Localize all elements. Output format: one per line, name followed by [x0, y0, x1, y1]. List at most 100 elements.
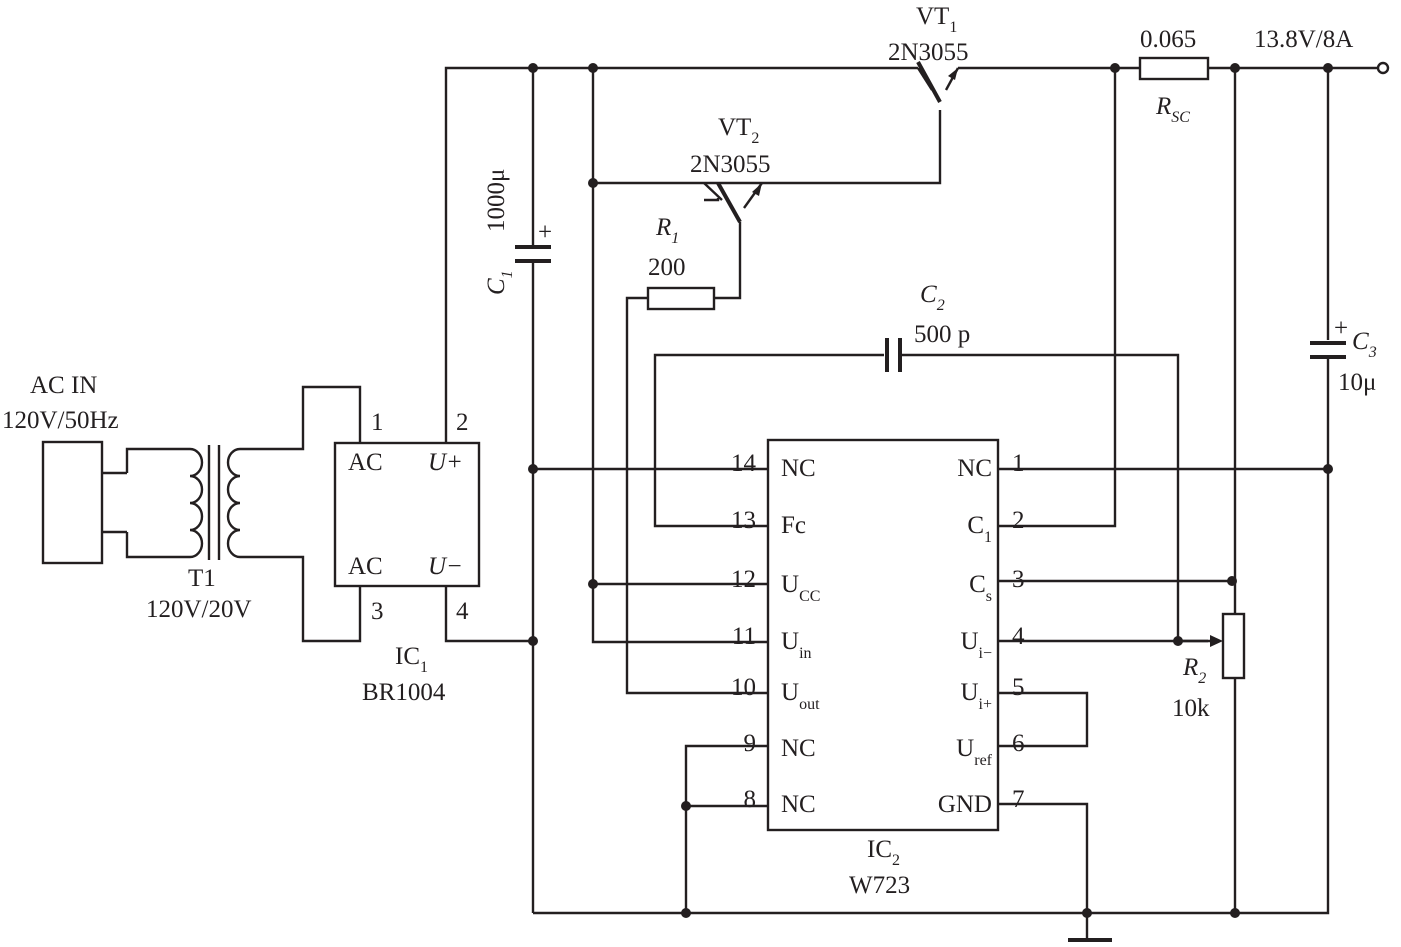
r1-to-uout-wire	[625, 296, 768, 695]
ic2-pin-name-sub: i−	[979, 645, 992, 662]
transformer-t1	[189, 445, 241, 560]
ic2-left-pin-2-name: UCC	[781, 571, 820, 605]
ic2-right-pin-5-number: 6	[1012, 730, 1025, 757]
bridge-pin-1: 1	[371, 409, 384, 436]
ic2-right-pin-3-name: Ui−	[960, 628, 992, 662]
c1-name-label: C1	[483, 270, 516, 295]
ic2-body	[766, 438, 1000, 832]
bridge-ac-bottom-label: AC	[348, 553, 383, 580]
ic2-right-pin-4-number: 5	[1012, 674, 1025, 701]
c2-left-wire	[653, 353, 884, 528]
r1-name-sub: 1	[671, 230, 679, 247]
c1-name-sub: 1	[499, 270, 516, 278]
ic2-ref-sub: 2	[892, 852, 900, 869]
vt2-name: VT	[718, 114, 751, 141]
bridge-rectifier-box	[333, 441, 481, 588]
ic2-left-pin-1-name: Fc	[781, 512, 806, 539]
junction-dot	[528, 636, 538, 646]
ic2-left-pin-2-number: 12	[731, 566, 756, 593]
junctions	[528, 63, 1333, 918]
capacitor-c1	[515, 245, 551, 263]
ground-rail-wire	[533, 400, 1330, 915]
ic2-right-pin-6-name: GND	[938, 791, 992, 818]
ic2-pin-name-main: U	[960, 628, 978, 655]
vt1-base-bar	[916, 61, 942, 103]
c2-right-wire	[902, 353, 1180, 641]
vt1-name: VT	[916, 3, 949, 30]
potentiometer-r2	[1221, 612, 1246, 680]
vt2-base-bar	[716, 182, 742, 223]
primary-bottom-wire	[125, 532, 190, 559]
rsc-value: 0.065	[1140, 26, 1196, 53]
vt2-base-wire	[704, 198, 720, 202]
vt2-name-sub: 2	[751, 130, 759, 147]
junction-dot	[588, 178, 598, 188]
wiring	[102, 66, 1378, 942]
ac-source-rating: 120V/50Hz	[2, 407, 119, 434]
ic2-left-pin-0-name: NC	[781, 455, 816, 482]
transistor-vt1	[916, 61, 960, 103]
vt2-collector-wire	[593, 110, 942, 185]
ic2-right-pin-4-name: Ui+	[960, 679, 992, 713]
secondary-top-wire	[240, 385, 362, 451]
ic2-pin-name-main: C	[967, 512, 984, 539]
ic2-pin-name-main: NC	[781, 791, 816, 818]
ic2-left-pin-3-name: Uin	[781, 628, 812, 662]
resistor-r1	[646, 286, 716, 311]
ic2-left-pin-3-number: 11	[732, 623, 756, 650]
ac-source-label: AC IN	[30, 372, 97, 399]
top-rail-wire	[444, 66, 918, 463]
r2-label: R2	[1182, 654, 1206, 687]
c3-name: C	[1352, 328, 1369, 355]
ic2-right-pin-5-name: Uref	[956, 735, 992, 769]
c2-name: C	[920, 281, 937, 308]
c3-name-sub: 3	[1368, 344, 1377, 361]
bridge-pin-2: 2	[456, 409, 469, 436]
ic2-left-pin-0-number: 14	[731, 450, 757, 477]
vt1-label: VT1	[916, 3, 957, 36]
junction-dot	[1230, 63, 1240, 73]
secondary-coil	[226, 447, 241, 559]
ic2-left-pin-5-name: NC	[781, 735, 816, 762]
r1-label: R1	[655, 214, 679, 247]
junction-dot	[1323, 63, 1333, 73]
vt1-part: 2N3055	[888, 39, 969, 66]
bridge-pin-3: 3	[371, 598, 384, 625]
bridge-ac-top-label: AC	[348, 449, 383, 476]
ic2-pin-name-sub: out	[799, 696, 820, 713]
ic2-left-pin-6-number: 8	[744, 786, 757, 813]
secondary-bottom-wire	[240, 555, 362, 643]
ic2-ui-plus-uref-link-wire	[998, 691, 1089, 748]
bridge-minus-wire	[444, 566, 533, 643]
junction-dot	[1110, 63, 1120, 73]
transformer-ratio: 120V/20V	[146, 596, 252, 623]
ic2-pin-name-sub: s	[986, 588, 992, 605]
c3-label: C3	[1352, 328, 1377, 361]
vt1-emitter-arrow-icon	[948, 68, 958, 80]
vt2-emitter-to-r1-wire	[714, 222, 742, 300]
ic2-pin-name-main: NC	[781, 455, 816, 482]
ic2-left-pin-4-name: Uout	[781, 679, 820, 713]
c3-plus-sign: +	[1334, 315, 1348, 342]
ic2-c1-pin-wire	[998, 68, 1117, 528]
bridge-part: BR1004	[362, 679, 446, 706]
ic2-pin-name-sub: 1	[984, 529, 992, 546]
ic2-right-pin-0-number: 1	[1012, 450, 1025, 477]
ic2-left-pin-5-number: 9	[744, 730, 757, 757]
bridge-pin-4: 4	[456, 598, 469, 625]
junction-dot	[588, 579, 598, 589]
r1-name: R	[655, 214, 671, 241]
ic2-pin9-wire	[684, 744, 768, 913]
ic2-pin-name-main: Fc	[781, 512, 806, 539]
ac-source-plug	[41, 440, 104, 565]
ic2-part: W723	[849, 872, 910, 899]
vt2-part: 2N3055	[690, 151, 771, 178]
rsc-name-sub: SC	[1171, 109, 1190, 126]
capacitor-c3	[1310, 341, 1346, 400]
junction-dot	[681, 908, 691, 918]
bridge-ref-main: IC	[395, 643, 420, 670]
bridge-ref-sub: 1	[420, 659, 428, 676]
junction-dot	[528, 63, 538, 73]
